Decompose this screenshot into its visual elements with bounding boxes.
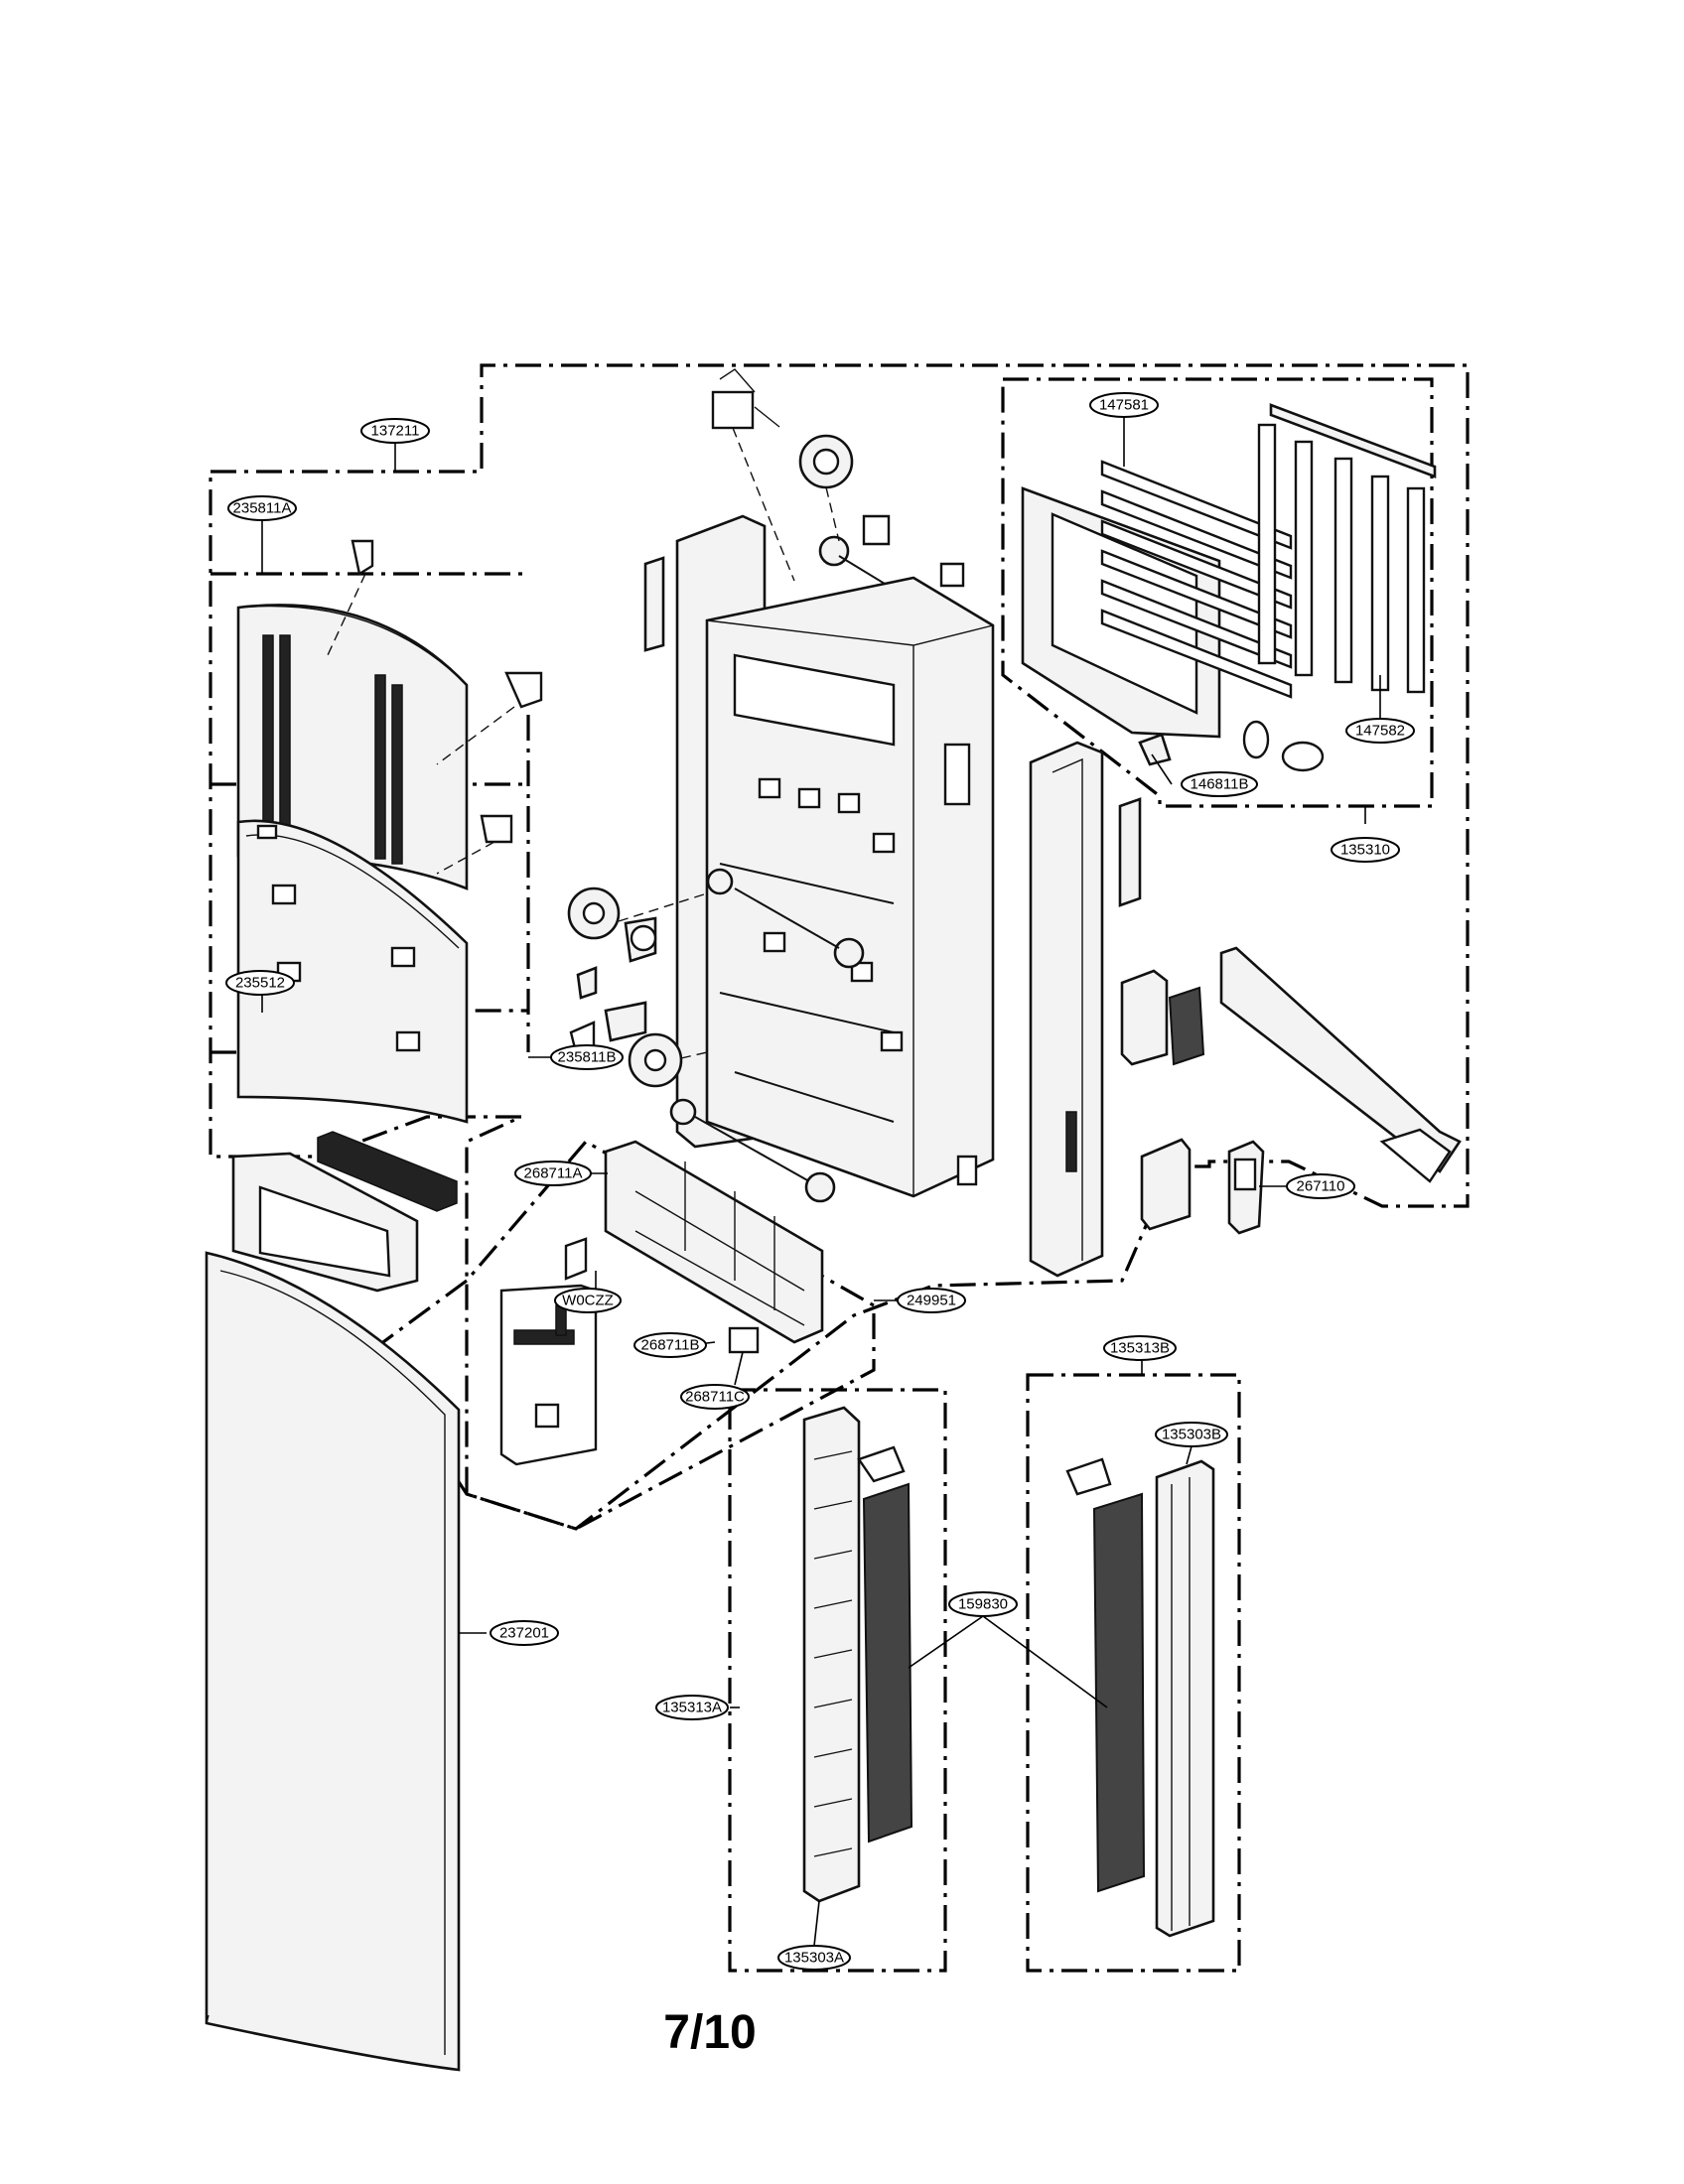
- callout-268711B: 268711B: [633, 1332, 707, 1358]
- svg-text:237201: 237201: [499, 1625, 549, 1642]
- part-callouts: 137211 235811A 147581 147582 146811B 135…: [225, 392, 1415, 1971]
- callout-135303B: 135303B: [1155, 1422, 1228, 1447]
- louver-subassembly-boundary: [1001, 377, 1434, 808]
- filter-frame-a-boundary: [728, 1388, 947, 1973]
- callout-249951: 249951: [897, 1288, 966, 1313]
- svg-text:268711B: 268711B: [641, 1337, 700, 1354]
- svg-text:249951: 249951: [907, 1293, 956, 1309]
- callout-237201: 237201: [490, 1620, 559, 1646]
- svg-text:267110: 267110: [1297, 1178, 1345, 1195]
- svg-text:135310: 135310: [1340, 842, 1390, 859]
- svg-text:135313B: 135313B: [1110, 1340, 1170, 1357]
- upper-front-grille: [236, 539, 543, 890]
- callout-137211: 137211: [360, 418, 430, 444]
- side-column: [1029, 741, 1142, 1278]
- page-number: 7/10: [663, 2006, 757, 2059]
- louver-assembly: [1021, 403, 1437, 772]
- filter-module-right: [1120, 946, 1462, 1231]
- display-cover: [231, 1131, 458, 1293]
- callout-147581: 147581: [1089, 392, 1159, 418]
- filter-frame-b: [1065, 1457, 1215, 1938]
- callout-135310: 135310: [1331, 837, 1400, 863]
- control-board-boundary: [369, 1139, 876, 1531]
- lower-front-grille: [236, 819, 469, 1124]
- callout-235811A: 235811A: [227, 495, 297, 521]
- control-board-assembly: [499, 1140, 824, 1466]
- callout-146811B: 146811B: [1181, 771, 1258, 797]
- svg-text:159830: 159830: [958, 1596, 1008, 1613]
- leader-lines: [261, 417, 1381, 1947]
- svg-text:146811B: 146811B: [1191, 776, 1249, 793]
- svg-text:135313A: 135313A: [662, 1700, 722, 1716]
- callout-235512: 235512: [225, 970, 295, 996]
- callout-267110: 267110: [1286, 1173, 1355, 1199]
- svg-text:135303B: 135303B: [1162, 1427, 1221, 1443]
- svg-text:147581: 147581: [1099, 397, 1149, 414]
- filter-frame-b-boundary: [1026, 1373, 1241, 1973]
- callout-135303A: 135303A: [777, 1945, 851, 1971]
- svg-text:268711C: 268711C: [685, 1389, 745, 1406]
- svg-text:W0CZZ: W0CZZ: [562, 1293, 614, 1309]
- front-door-panel: [205, 1251, 461, 2072]
- callout-135313B: 135313B: [1103, 1335, 1177, 1361]
- callout-268711A: 268711A: [514, 1160, 592, 1186]
- svg-text:135303A: 135303A: [784, 1950, 844, 1967]
- svg-text:268711A: 268711A: [524, 1165, 583, 1182]
- callout-268711C: 268711C: [680, 1384, 750, 1410]
- svg-text:235811A: 235811A: [233, 500, 292, 517]
- svg-text:235811B: 235811B: [558, 1049, 617, 1066]
- callout-159830: 159830: [948, 1591, 1018, 1617]
- filter-frame-a: [802, 1406, 913, 1903]
- left-gear-set: [567, 868, 865, 1203]
- callout-147582: 147582: [1345, 718, 1415, 744]
- svg-text:137211: 137211: [371, 423, 420, 440]
- callout-135313A: 135313A: [655, 1695, 729, 1720]
- svg-text:235512: 235512: [235, 975, 285, 992]
- main-chassis: [643, 514, 995, 1198]
- remote-control: [1227, 1140, 1265, 1235]
- callout-235811B: 235811B: [550, 1044, 624, 1070]
- callout-W0CZZ: W0CZZ: [554, 1288, 622, 1313]
- svg-text:147582: 147582: [1355, 723, 1405, 740]
